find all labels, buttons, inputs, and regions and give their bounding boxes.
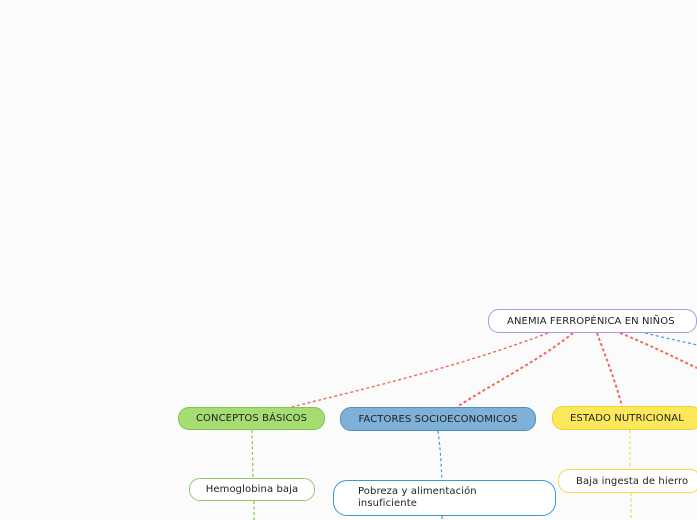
- subtopic-hemoglobina-baja[interactable]: Hemoglobina baja: [189, 478, 315, 501]
- central-topic[interactable]: ANEMIA FERROPÉNICA EN NIÑOS: [488, 309, 697, 333]
- link-conceptos-hemoglobina: [251, 429, 254, 479]
- subtopic-label: Pobreza y alimentación insuficiente: [358, 486, 477, 509]
- subtopic-label: Baja ingesta de hierro: [576, 475, 689, 487]
- link-root-conceptos: [291, 332, 549, 408]
- topic-conceptos-basicos[interactable]: CONCEPTOS BÁSICOS: [178, 407, 325, 430]
- central-topic-label: ANEMIA FERROPÉNICA EN NIÑOS: [507, 315, 675, 327]
- subtopic-pobreza[interactable]: Pobreza y alimentación insuficiente: [333, 480, 556, 516]
- topic-estado-nutricional[interactable]: ESTADO NUTRICIONAL: [552, 406, 697, 430]
- link-root-offscreen-blue: [644, 332, 697, 346]
- subtopic-label: Hemoglobina baja: [205, 484, 299, 495]
- subtopic-baja-ingesta[interactable]: Baja ingesta de hierro: [558, 469, 697, 493]
- link-root-estado: [596, 332, 623, 407]
- topic-factores-socioeconomicos[interactable]: FACTORES SOCIOECONOMICOS: [340, 407, 536, 431]
- link-factores-pobreza: [437, 430, 443, 481]
- link-root-factores: [456, 332, 574, 408]
- topic-label: CONCEPTOS BÁSICOS: [195, 413, 308, 424]
- topic-label: ESTADO NUTRICIONAL: [570, 412, 684, 424]
- link-root-offscreen-red: [619, 332, 697, 369]
- topic-label: FACTORES SOCIOECONOMICOS: [358, 413, 518, 425]
